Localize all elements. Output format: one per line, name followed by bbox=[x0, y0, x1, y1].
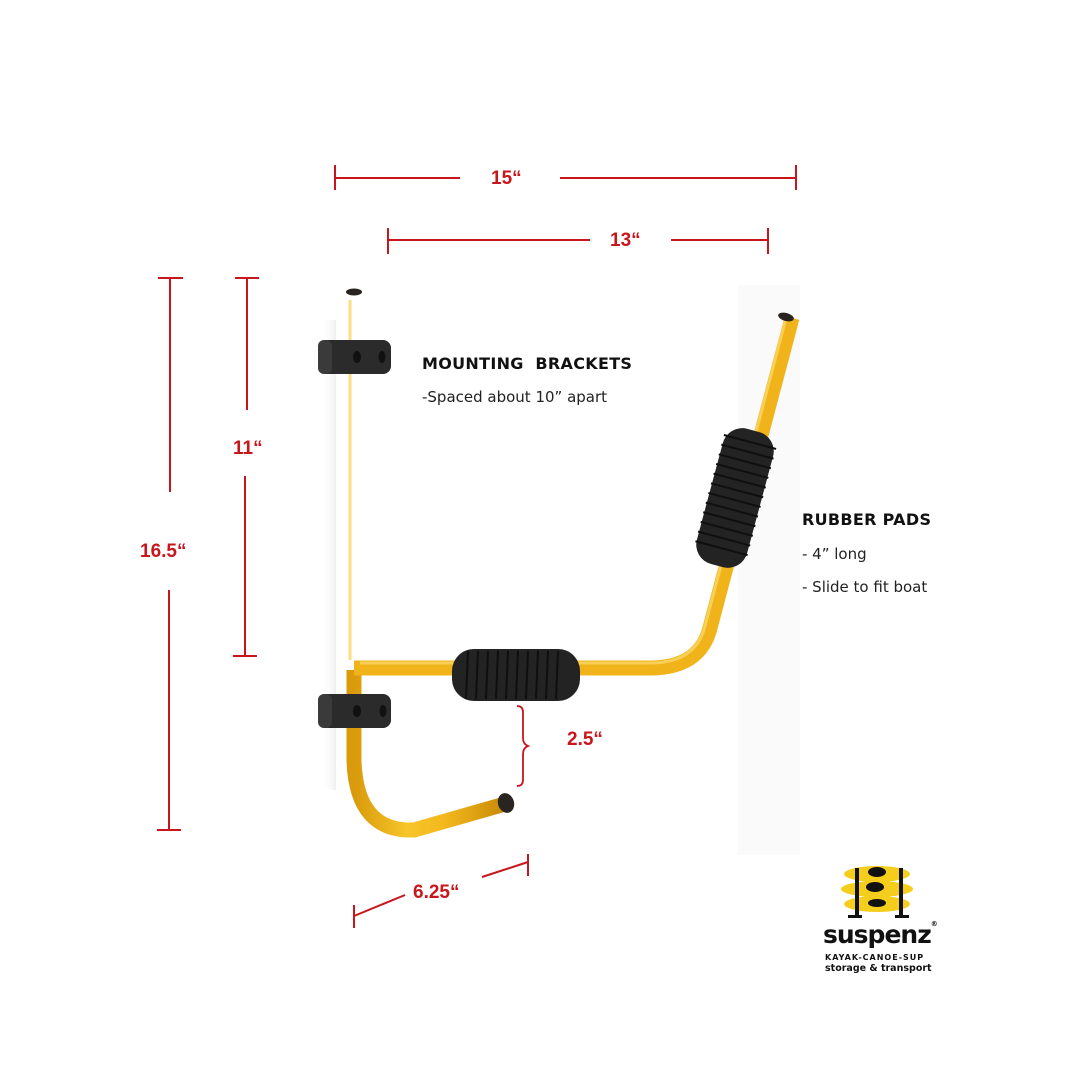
dimension-height-total: 16.5“ bbox=[140, 541, 187, 563]
dimension-hook-length: 6.25“ bbox=[413, 882, 460, 904]
upper-mounting-bracket bbox=[318, 340, 391, 374]
wall-shadow bbox=[322, 320, 336, 790]
brand-name: suspenz® bbox=[823, 920, 938, 949]
dimension-lines bbox=[157, 165, 797, 928]
brand-tagline-usage: storage & transport bbox=[825, 963, 932, 974]
arm-end-cap bbox=[778, 312, 794, 322]
dimension-width-inner: 13“ bbox=[610, 230, 641, 252]
brand-tagline-products: KAYAK-CANOE-SUP bbox=[825, 953, 925, 962]
horizontal-rubber-pad bbox=[452, 649, 580, 701]
dimension-hook-gap: 2.5“ bbox=[567, 729, 603, 751]
lower-mounting-bracket bbox=[318, 694, 391, 728]
rubber-pads-heading: RUBBER PADS bbox=[802, 510, 932, 529]
mounting-brackets-note: -Spaced about 10” apart bbox=[422, 388, 608, 406]
kayak-stack-icon bbox=[841, 866, 913, 918]
dimension-width-total: 15“ bbox=[491, 168, 522, 190]
backdrop-strip bbox=[738, 285, 800, 855]
angled-rubber-pad bbox=[695, 428, 777, 568]
hook-end-cap bbox=[497, 793, 515, 813]
mounting-brackets-heading: MOUNTING BRACKETS bbox=[422, 354, 633, 373]
rubber-pads-length-note: - 4” long bbox=[802, 545, 867, 563]
suspenz-logo: suspenz® KAYAK-CANOE-SUP storage & trans… bbox=[815, 860, 945, 980]
post-end-cap bbox=[346, 288, 362, 296]
dimension-height-upper: 11“ bbox=[233, 438, 263, 460]
rubber-pads-slide-note: - Slide to fit boat bbox=[802, 578, 928, 596]
